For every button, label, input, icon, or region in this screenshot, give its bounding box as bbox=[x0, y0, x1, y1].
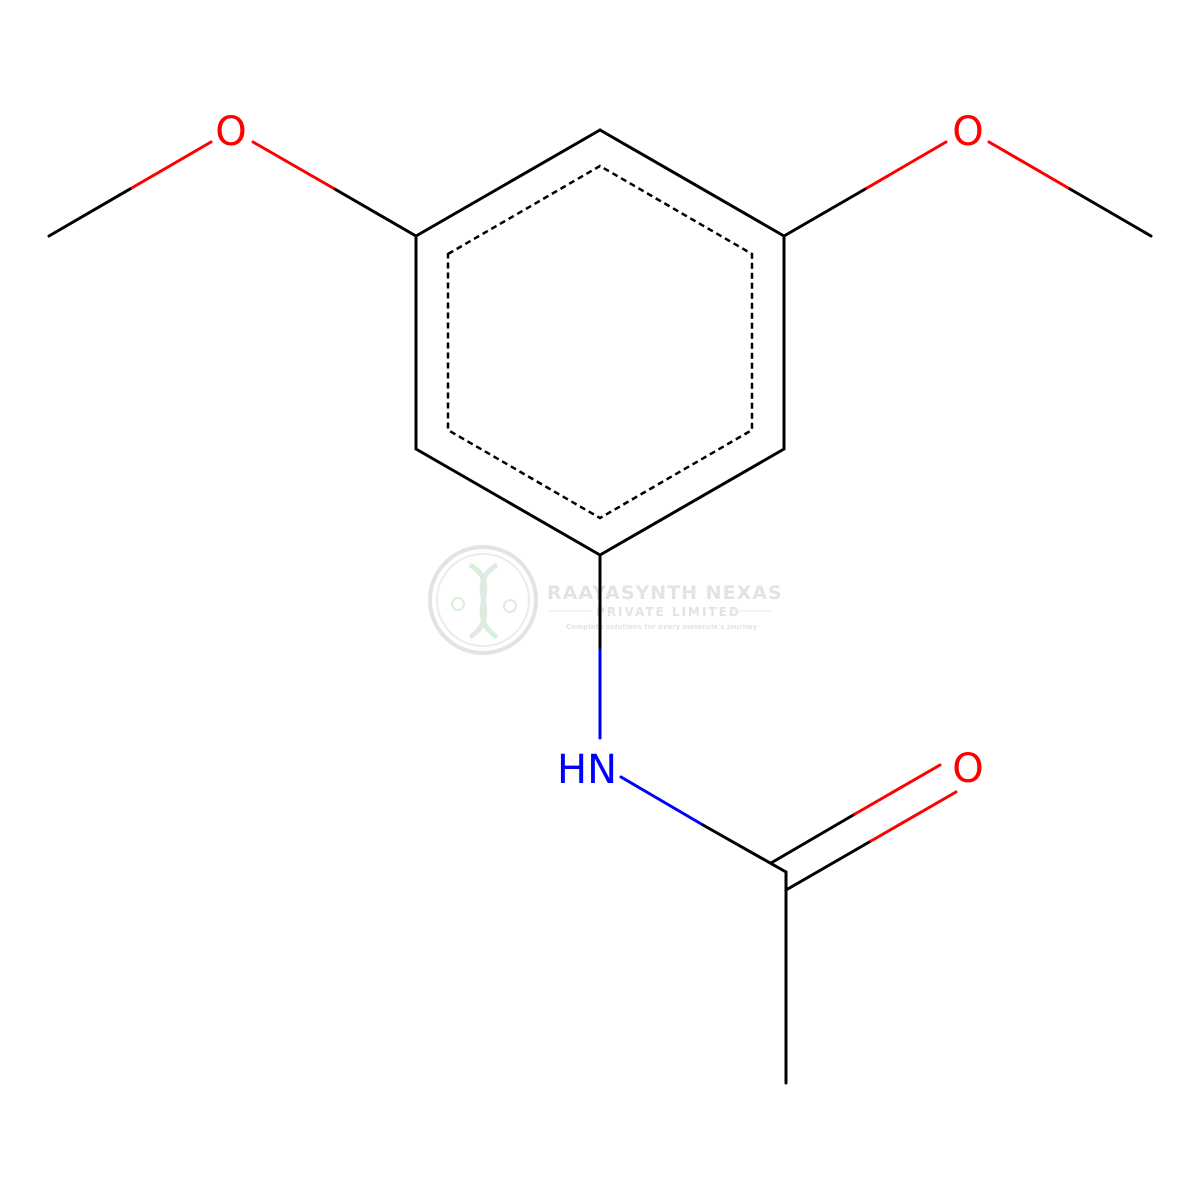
bond-ring-o-left-red bbox=[251, 140, 335, 190]
watermark: RAAYASYNTH NEXAS PRIVATE LIMITED Complet… bbox=[428, 545, 783, 655]
bond-n-c-blue bbox=[619, 775, 705, 827]
bond-o-methyl-left-red bbox=[128, 140, 213, 191]
oxygen-carbonyl-label: O bbox=[952, 746, 983, 792]
oxygen-left-label: O bbox=[215, 109, 246, 155]
bond-ring-o-left-black bbox=[331, 186, 418, 238]
bond-n-c-black bbox=[701, 823, 788, 874]
co-bond-lower-red bbox=[869, 790, 958, 843]
ring-bond-top-left bbox=[414, 128, 602, 238]
benzene-ring bbox=[414, 128, 786, 557]
bond-o-methyl-left-black bbox=[47, 187, 132, 238]
ring-bond-top-right bbox=[598, 128, 786, 238]
watermark-logo-icon bbox=[428, 545, 538, 655]
amide-bond bbox=[619, 775, 788, 874]
aromatic-inner-ring bbox=[446, 164, 754, 520]
ring-bond-bottom-left bbox=[414, 447, 602, 557]
watermark-tagline: Complete solutions for every molecule's … bbox=[566, 623, 757, 631]
carbonyl-double-bond bbox=[769, 763, 958, 892]
right-methoxy bbox=[782, 140, 1153, 238]
bond-ring-o-right-red bbox=[865, 140, 948, 190]
oxygen-right-label: O bbox=[952, 109, 983, 155]
bond-ring-o-right-black bbox=[782, 186, 869, 238]
ring-bond-bottom-right bbox=[598, 447, 786, 557]
bond-o-methyl-right-red bbox=[987, 140, 1072, 191]
co-bond-upper-red bbox=[853, 763, 942, 816]
bond-o-methyl-right-black bbox=[1068, 187, 1153, 238]
co-bond-upper-black bbox=[769, 812, 857, 865]
nh-label: HN bbox=[557, 747, 617, 793]
left-methoxy bbox=[47, 140, 418, 238]
co-bond-lower-black bbox=[784, 839, 873, 892]
watermark-title: RAAYASYNTH NEXAS bbox=[547, 582, 783, 604]
watermark-subtitle: PRIVATE LIMITED bbox=[596, 605, 741, 619]
